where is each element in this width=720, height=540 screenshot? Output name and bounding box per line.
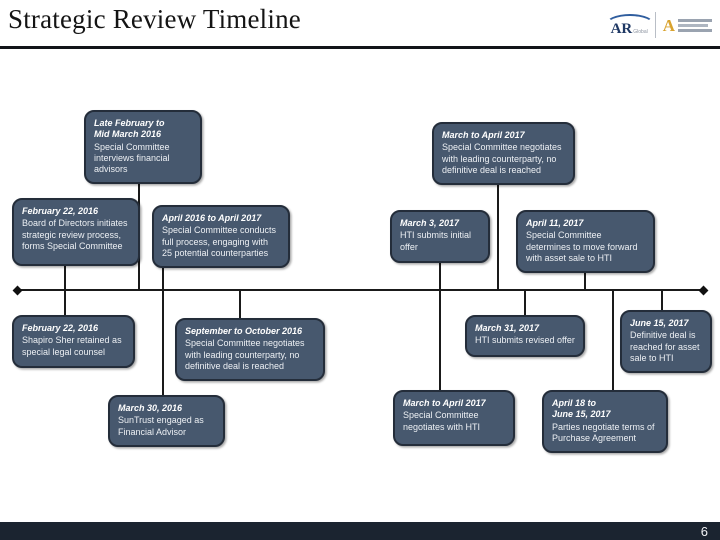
event-box-march-3-2017: March 3, 2017 HTI submits initial offer (390, 210, 490, 263)
event-box-june-15-2017: June 15, 2017 Definitive deal is reached… (620, 310, 712, 373)
connector-line (497, 170, 499, 290)
footer-bar: 6 (0, 522, 720, 540)
event-date: April 18 to June 15, 2017 (552, 398, 611, 420)
event-box-feb-22-2016-board: February 22, 2016 Board of Directors ini… (12, 198, 140, 266)
event-date: April 11, 2017 (526, 218, 584, 228)
event-date: September to October 2016 (185, 326, 303, 336)
arc-swoosh-icon (604, 14, 655, 36)
event-desc: Special Committee negotiates with leadin… (442, 142, 562, 175)
event-date: March 31, 2017 (475, 323, 540, 333)
connector-line (162, 240, 164, 410)
gold-a-monogram: A (662, 15, 675, 35)
event-desc: Definitive deal is reached for asset sal… (630, 330, 700, 363)
event-date: June 15, 2017 (630, 318, 689, 328)
title-divider (0, 46, 720, 49)
connector-line (661, 289, 663, 321)
event-date: March 3, 2017 (400, 218, 460, 228)
event-desc: Board of Directors initiates strategic r… (22, 218, 128, 251)
event-desc: HTI submits initial offer (400, 230, 472, 252)
event-box-march-april-2017-hti: March to April 2017 Special Committee ne… (393, 390, 515, 446)
event-date: March to April 2017 (403, 398, 486, 408)
event-desc: Special Committee negotiates with leadin… (185, 338, 305, 371)
event-date: April 2016 to April 2017 (162, 213, 262, 223)
event-box-march-31-2017: March 31, 2017 HTI submits revised offer (465, 315, 585, 357)
event-box-april-11-2017: April 11, 2017 Special Committee determi… (516, 210, 655, 273)
event-box-april-18-june-15-2017: April 18 to June 15, 2017 Parties negoti… (542, 390, 668, 453)
connector-line (64, 230, 66, 330)
event-date: February 22, 2016 (22, 323, 99, 333)
arc-monogram-logo: A (663, 17, 712, 34)
event-desc: Shapiro Sher retained as special legal c… (22, 335, 122, 357)
connector-line (524, 289, 526, 329)
page-number: 6 (700, 523, 708, 539)
event-box-march-april-2017-counterparty: March to April 2017 Special Committee ne… (432, 122, 575, 185)
event-box-april-2016-april-2017: April 2016 to April 2017 Special Committ… (152, 205, 290, 268)
event-desc: Special Committee conducts full process,… (162, 225, 277, 258)
event-date: Late February to Mid March 2016 (94, 118, 165, 140)
event-box-late-feb-mid-march-2016: Late February to Mid March 2016 Special … (84, 110, 202, 185)
connector-line (239, 289, 241, 331)
event-desc: HTI submits revised offer (475, 335, 575, 346)
connector-line (439, 240, 441, 400)
event-desc: Special Committee determines to move for… (526, 230, 638, 263)
ar-global-logo: ARGlobal (604, 12, 655, 38)
logo-fine-print (678, 18, 712, 32)
logo-divider (654, 12, 656, 38)
event-desc: SunTrust engaged as Financial Advisor (118, 415, 204, 437)
event-box-sept-oct-2016: September to October 2016 Special Commit… (175, 318, 325, 381)
timeline-end-diamond-icon (698, 285, 709, 295)
event-date: February 22, 2016 (22, 206, 99, 216)
event-desc: Parties negotiate terms of Purchase Agre… (552, 421, 655, 443)
connector-line (612, 289, 614, 399)
event-date: March to April 2017 (442, 130, 525, 140)
event-desc: Special Committee negotiates with HTI (403, 410, 481, 432)
timeline-start-diamond-icon (12, 285, 23, 295)
event-desc: Special Committee interviews financial a… (94, 141, 170, 175)
page-title: Strategic Review Timeline (8, 4, 301, 34)
event-box-march-30-2016: March 30, 2016 SunTrust engaged as Finan… (108, 395, 225, 447)
logo-area: ARGlobal A (604, 12, 712, 38)
event-box-feb-22-2016-shapiro: February 22, 2016 Shapiro Sher retained … (12, 315, 135, 368)
event-date: March 30, 2016 (118, 403, 183, 413)
timeline-axis (18, 289, 704, 291)
